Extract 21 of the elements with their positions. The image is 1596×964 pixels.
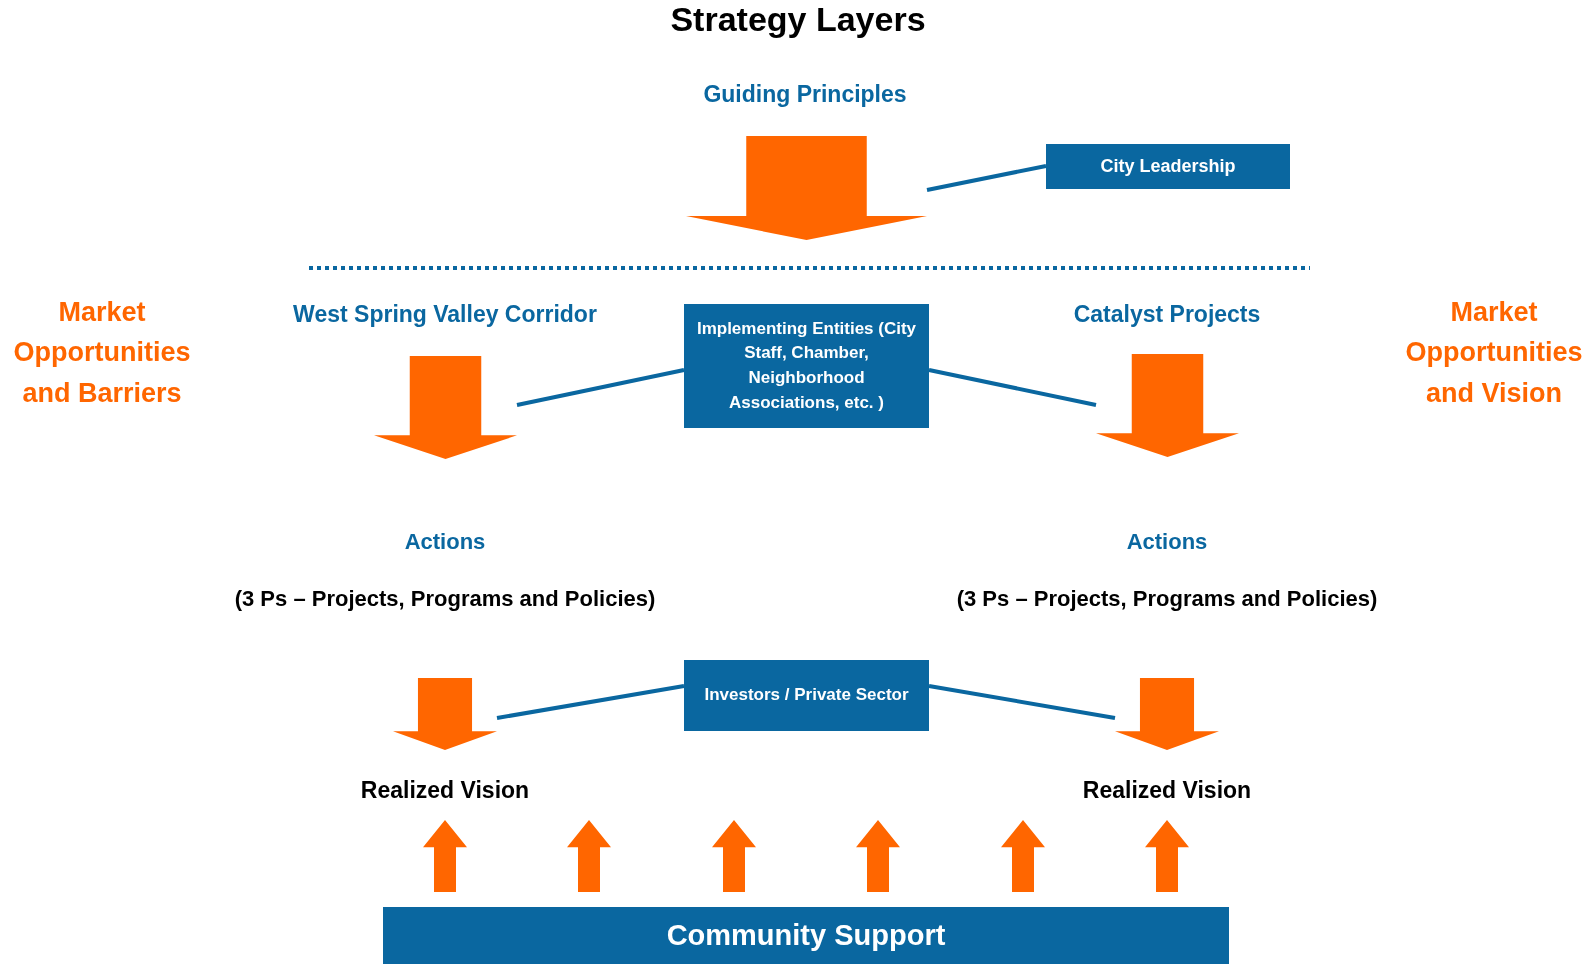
heading-text: Realized Vision [360,775,530,805]
entity-box: City Leadership [1046,144,1290,189]
subtitle-text: (3 Ps – Projects, Programs and Policies) [234,585,656,613]
heading-text: Actions [1126,528,1208,556]
heading-text: Realized Vision [1082,775,1252,805]
entity-box: Community Support [383,907,1229,964]
leader-line [928,684,1116,720]
leader-line [926,164,1047,192]
side-label: Market Opportunities and Barriers [12,295,192,410]
subtitle-text: (3 Ps – Projects, Programs and Policies) [956,585,1378,613]
entity-box: Implementing Entities (City Staff, Chamber, Neighborhood Associations, etc. ) [684,304,929,428]
heading-text: Catalyst Projects [1073,299,1261,329]
leader-line [928,368,1097,407]
heading-text: Guiding Principles [703,79,907,109]
side-label: Market Opportunities and Vision [1404,295,1584,410]
leader-line [516,368,685,407]
leader-line [496,684,685,720]
diagram-title: Strategy Layers [669,0,927,39]
entity-box: Investors / Private Sector [684,660,929,731]
heading-text: West Spring Valley Corridor [293,299,597,329]
heading-text: Actions [404,528,486,556]
